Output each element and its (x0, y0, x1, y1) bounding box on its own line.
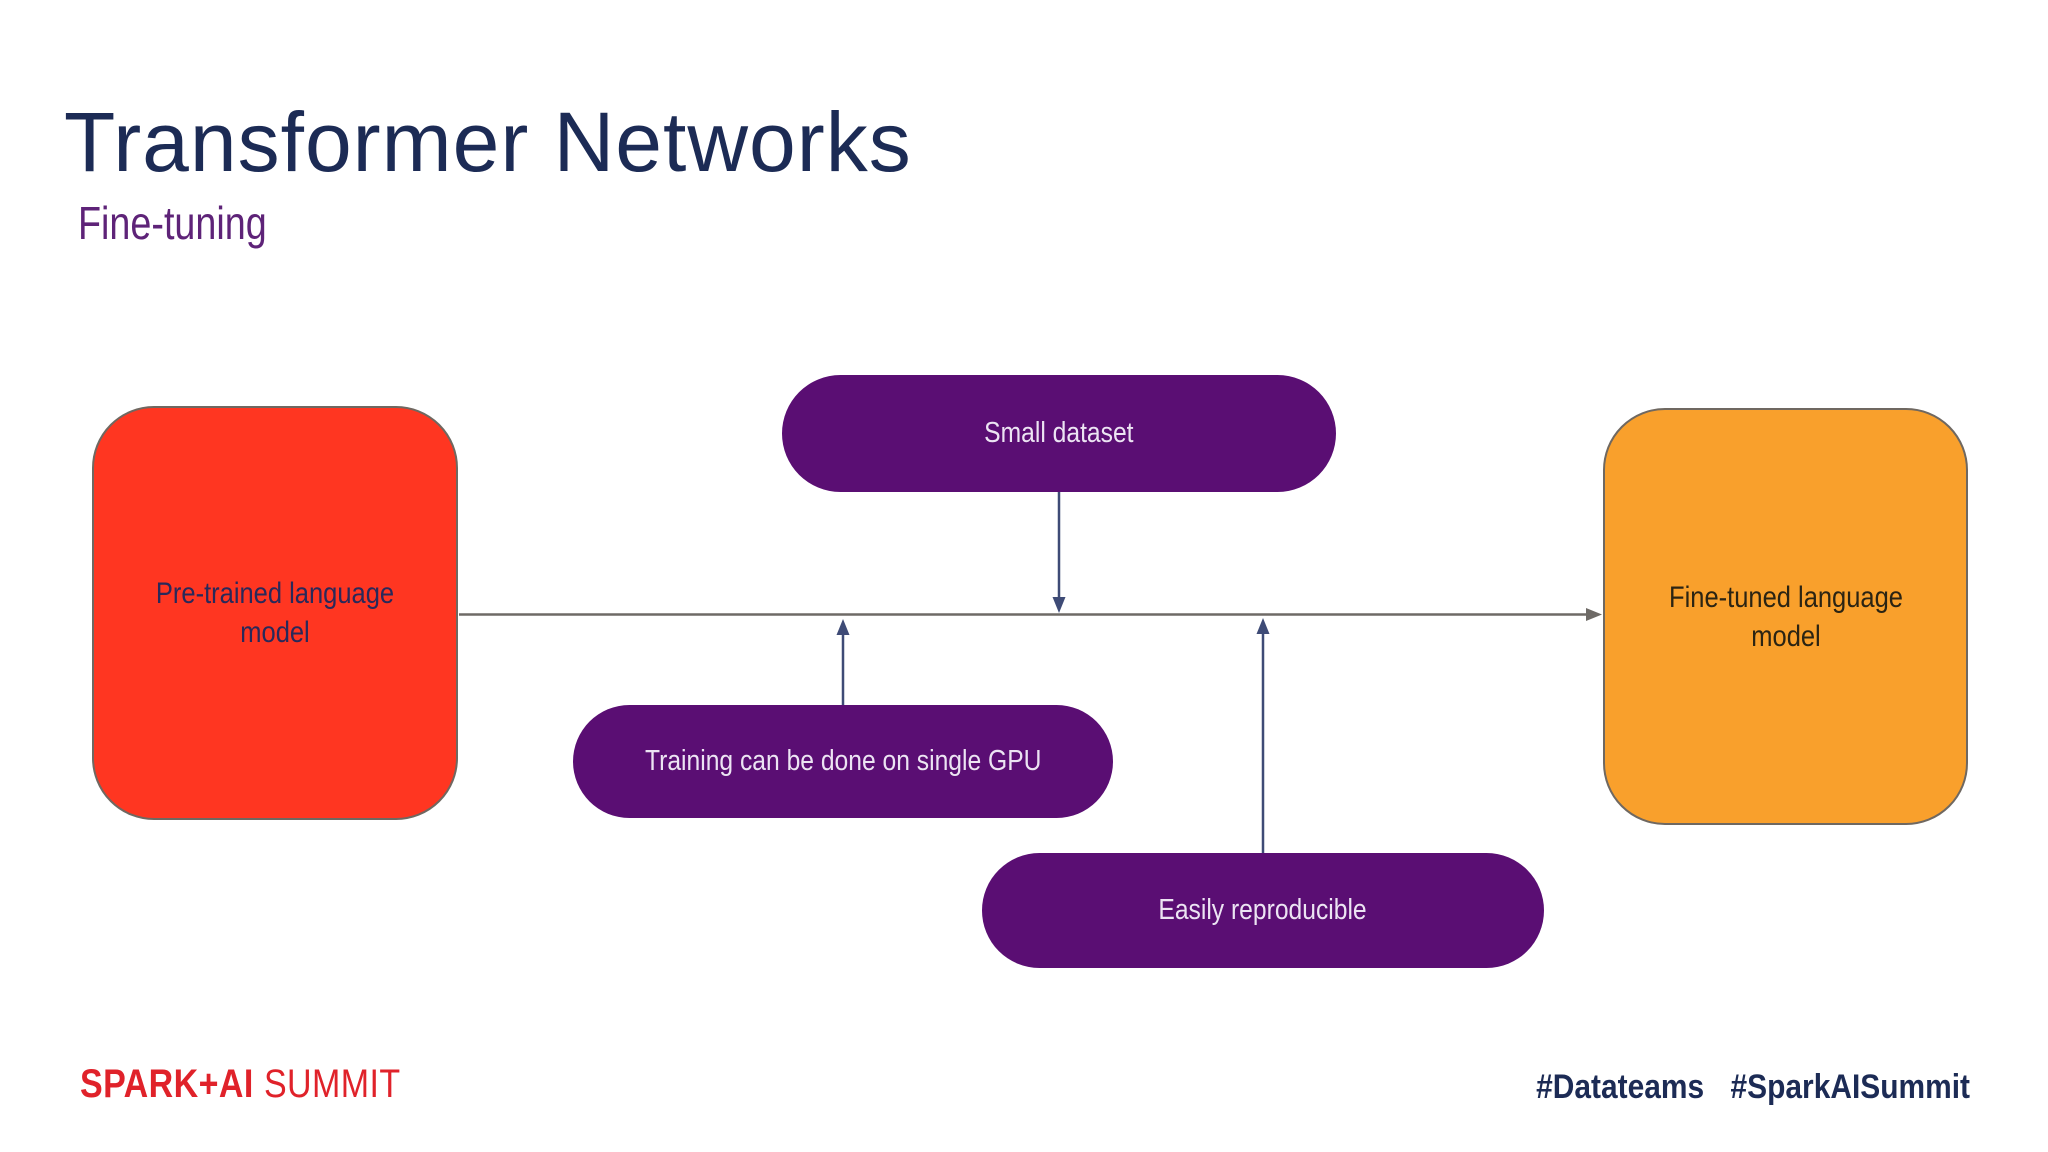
factor-small-dataset-label: Small dataset (984, 417, 1134, 449)
logo-spark-ai: SPARK+AI (80, 1062, 254, 1106)
hashtag-datateams: #Datateams (1536, 1068, 1705, 1106)
small-dataset-arrow (1052, 492, 1066, 613)
node-pretrained-label: Pre-trained language model (155, 577, 395, 649)
logo-summit: SUMMIT (263, 1062, 401, 1106)
node-finetuned-label: Fine-tuned language model (1668, 580, 1903, 653)
factor-single-gpu-label: Training can be done on single GPU (644, 745, 1042, 777)
reproducible-arrow (1256, 618, 1270, 853)
factor-reproducible: Easily reproducible (982, 853, 1544, 968)
main-flow-arrow (459, 608, 1602, 621)
event-hashtags: #Datateams #SparkAISummit (1536, 1068, 1970, 1107)
slide-subtitle: Fine-tuning (78, 197, 267, 249)
single-gpu-arrow (836, 619, 850, 705)
hashtag-sparkaisummit: #SparkAISummit (1730, 1068, 1970, 1106)
node-finetuned-model: Fine-tuned language model (1603, 408, 1968, 825)
slide-title: Transformer Networks (64, 95, 912, 189)
node-pretrained-model: Pre-trained language model (92, 406, 458, 820)
factor-single-gpu: Training can be done on single GPU (573, 705, 1113, 818)
factor-small-dataset: Small dataset (782, 375, 1336, 492)
factor-reproducible-label: Easily reproducible (1158, 894, 1368, 926)
